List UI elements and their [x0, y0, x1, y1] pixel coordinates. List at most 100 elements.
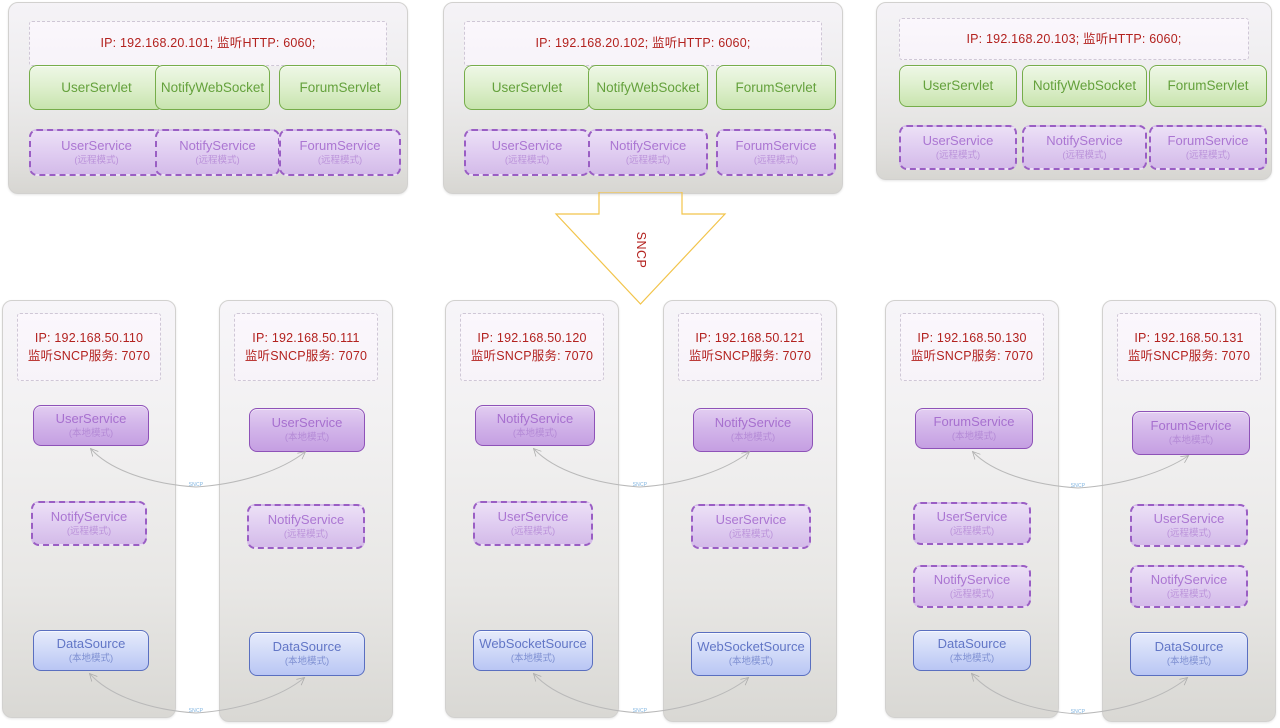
- node-title: NotifyService: [179, 137, 256, 153]
- service-node-111-component-3[interactable]: DataSource (本地模式): [249, 632, 365, 676]
- node-title: DataSource: [272, 639, 342, 655]
- web-server-1-servlet-1[interactable]: UserServlet: [29, 65, 164, 110]
- web-server-3-service-3[interactable]: ForumService (远程模式): [1149, 125, 1267, 170]
- service-node-130-component-2[interactable]: UserService (远程模式): [913, 502, 1031, 545]
- web-server-1-header-line1: IP: 192.168.20.101; 监听HTTP: 6060;: [100, 36, 316, 51]
- service-node-121-component-2[interactable]: UserService (远程模式): [691, 504, 811, 549]
- node-mode: (本地模式): [510, 652, 556, 664]
- web-server-3-header-line1: IP: 192.168.20.103; 监听HTTP: 6060;: [966, 31, 1182, 46]
- node-title: UserServlet: [61, 79, 132, 95]
- web-server-2-servlet-1[interactable]: UserServlet: [464, 65, 590, 110]
- node-mode: (本地模式): [730, 432, 776, 443]
- service-node-panel-130[interactable]: IP: 192.168.50.130 监听SNCP服务: 7070 ForumS…: [885, 300, 1059, 718]
- node-mode: (本地模式): [68, 652, 114, 664]
- web-server-3-servlet-1[interactable]: UserServlet: [899, 65, 1017, 107]
- service-node-panel-111[interactable]: IP: 192.168.50.111 监听SNCP服务: 7070 UserSe…: [219, 300, 393, 722]
- node-mode: (远程模式): [1062, 149, 1107, 161]
- service-node-130-component-4[interactable]: DataSource (本地模式): [913, 630, 1031, 671]
- web-server-2-servlet-3[interactable]: ForumServlet: [716, 65, 836, 110]
- web-server-1-servlet-3[interactable]: ForumServlet: [279, 65, 401, 110]
- web-server-2-servlet-2[interactable]: NotifyWebSocket: [588, 65, 708, 110]
- node-title: DataSource: [1154, 639, 1224, 655]
- service-node-121-component-1[interactable]: NotifyService (本地模式): [693, 408, 813, 452]
- node-mode: (远程模式): [74, 154, 119, 166]
- connector-label-4: SNCP: [632, 708, 648, 714]
- node-title: NotifyWebSocket: [596, 79, 700, 95]
- web-server-2-service-2[interactable]: NotifyService (远程模式): [588, 129, 708, 176]
- service-node-130-component-1[interactable]: ForumService (本地模式): [915, 408, 1033, 449]
- node-title: UserServlet: [922, 78, 994, 94]
- service-node-120-component-3[interactable]: WebSocketSource (本地模式): [473, 630, 593, 671]
- node-title: NotifyService: [1046, 132, 1123, 148]
- service-node-120-header: IP: 192.168.50.120 监听SNCP服务: 7070: [460, 313, 604, 381]
- connector-label-5: SNCP: [1070, 483, 1086, 489]
- web-server-3-service-2[interactable]: NotifyService (远程模式): [1022, 125, 1147, 170]
- node-mode: (远程模式): [949, 525, 995, 537]
- node-title: NotifyService: [496, 410, 574, 426]
- web-server-3-servlet-2[interactable]: NotifyWebSocket: [1022, 65, 1147, 107]
- web-server-1-service-2[interactable]: NotifyService (远程模式): [155, 129, 280, 176]
- service-node-111-header: IP: 192.168.50.111 监听SNCP服务: 7070: [234, 313, 378, 381]
- node-title: UserService: [936, 508, 1008, 524]
- connector-label-6: SNCP: [1070, 709, 1086, 715]
- web-server-3-service-1[interactable]: UserService (远程模式): [899, 125, 1017, 170]
- web-server-3-header: IP: 192.168.20.103; 监听HTTP: 6060;: [899, 18, 1249, 60]
- web-server-1-service-3[interactable]: ForumService (远程模式): [279, 129, 401, 176]
- sncp-protocol-arrow: SNCP: [553, 191, 728, 307]
- service-node-110-port: 监听SNCP服务: 7070: [27, 349, 151, 363]
- node-title: UserService: [497, 508, 569, 524]
- service-node-panel-131[interactable]: IP: 192.168.50.131 监听SNCP服务: 7070 ForumS…: [1102, 300, 1276, 722]
- web-server-3-servlet-3[interactable]: ForumServlet: [1149, 65, 1267, 107]
- node-title: UserService: [922, 132, 994, 148]
- node-mode: (远程模式): [66, 525, 112, 537]
- sncp-arrow-shape: [554, 191, 727, 305]
- node-title: UserServlet: [491, 79, 563, 95]
- web-server-1-service-1[interactable]: UserService (远程模式): [29, 129, 164, 176]
- node-title: ForumService: [1167, 132, 1249, 148]
- service-node-110-component-2[interactable]: NotifyService (远程模式): [31, 501, 147, 546]
- node-mode: (本地模式): [728, 656, 774, 667]
- node-mode: (远程模式): [728, 528, 774, 540]
- service-node-121-port: 监听SNCP服务: 7070: [688, 349, 812, 363]
- service-node-131-component-2[interactable]: UserService (远程模式): [1130, 504, 1248, 547]
- service-node-110-component-3[interactable]: DataSource (本地模式): [33, 630, 149, 671]
- service-node-111-component-1[interactable]: UserService (本地模式): [249, 408, 365, 452]
- service-node-131-component-3[interactable]: NotifyService (远程模式): [1130, 565, 1248, 608]
- web-server-2-service-3[interactable]: ForumService (远程模式): [716, 129, 836, 176]
- web-server-panel-1[interactable]: IP: 192.168.20.101; 监听HTTP: 6060; UserSe…: [8, 2, 408, 194]
- service-node-111-component-2[interactable]: NotifyService (远程模式): [247, 504, 365, 549]
- service-node-120-component-2[interactable]: UserService (远程模式): [473, 501, 593, 546]
- service-node-110-component-1[interactable]: UserService (本地模式): [33, 405, 149, 446]
- service-node-131-header: IP: 192.168.50.131 监听SNCP服务: 7070: [1117, 313, 1261, 381]
- node-mode: (本地模式): [1166, 656, 1212, 667]
- service-node-110-header: IP: 192.168.50.110 监听SNCP服务: 7070: [17, 313, 161, 381]
- service-node-panel-120[interactable]: IP: 192.168.50.120 监听SNCP服务: 7070 Notify…: [445, 300, 619, 718]
- node-title: ForumService: [1150, 418, 1232, 434]
- node-title: UserService: [55, 410, 127, 426]
- service-node-131-component-1[interactable]: ForumService (本地模式): [1132, 411, 1250, 455]
- node-title: NotifyService: [50, 508, 128, 524]
- service-node-130-component-3[interactable]: NotifyService (远程模式): [913, 565, 1031, 608]
- web-server-1-header: IP: 192.168.20.101; 监听HTTP: 6060;: [29, 21, 387, 66]
- node-mode: (远程模式): [504, 154, 550, 166]
- web-server-panel-3[interactable]: IP: 192.168.20.103; 监听HTTP: 6060; UserSe…: [876, 2, 1272, 180]
- service-node-panel-121[interactable]: IP: 192.168.50.121 监听SNCP服务: 7070 Notify…: [663, 300, 837, 722]
- service-node-131-component-4[interactable]: DataSource (本地模式): [1130, 632, 1248, 676]
- node-mode: (远程模式): [195, 154, 240, 166]
- node-title: ForumService: [735, 137, 817, 153]
- service-node-121-component-3[interactable]: WebSocketSource (本地模式): [691, 632, 811, 676]
- web-server-2-service-1[interactable]: UserService (远程模式): [464, 129, 590, 176]
- node-title: UserService: [1153, 510, 1225, 526]
- service-node-panel-110[interactable]: IP: 192.168.50.110 监听SNCP服务: 7070 UserSe…: [2, 300, 176, 718]
- node-mode: (远程模式): [283, 528, 329, 540]
- node-mode: (远程模式): [1185, 149, 1231, 161]
- service-node-111-port: 监听SNCP服务: 7070: [244, 349, 368, 363]
- web-server-2-header-line1: IP: 192.168.20.102; 监听HTTP: 6060;: [535, 36, 751, 51]
- service-node-120-component-1[interactable]: NotifyService (本地模式): [475, 405, 595, 446]
- service-node-110-ip: IP: 192.168.50.110: [34, 330, 144, 345]
- service-node-121-ip: IP: 192.168.50.121: [695, 330, 805, 345]
- web-server-panel-2[interactable]: IP: 192.168.20.102; 监听HTTP: 6060; UserSe…: [443, 2, 843, 194]
- node-mode: (本地模式): [68, 427, 114, 439]
- web-server-1-servlet-2[interactable]: NotifyWebSocket: [155, 65, 270, 110]
